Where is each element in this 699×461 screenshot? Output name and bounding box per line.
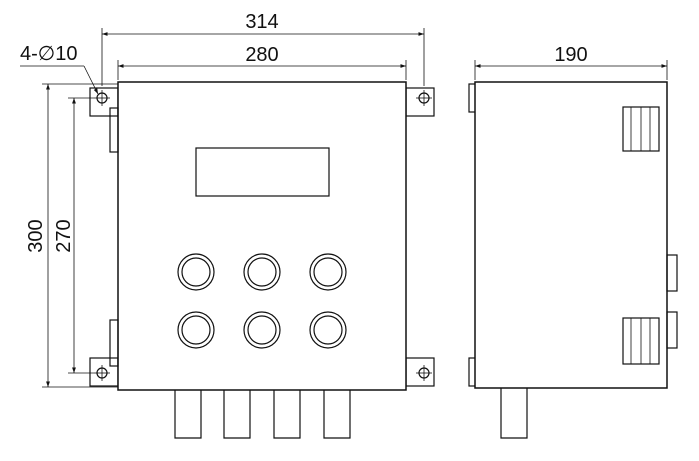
dimension-overall-height: 300	[25, 83, 118, 388]
side-port-2	[666, 311, 678, 349]
button-5	[243, 311, 281, 349]
cable-gland-4	[323, 390, 351, 439]
dimension-overall-width: 314	[101, 11, 425, 86]
cable-gland-3	[273, 390, 301, 439]
dimension-hole-callout: 4-∅10	[20, 43, 99, 95]
cable-gland-2	[223, 390, 251, 439]
button-6	[309, 311, 347, 349]
button-1	[177, 253, 215, 291]
cable-gland-1	[174, 390, 202, 439]
dim-label-300: 300	[25, 219, 47, 252]
dim-label-280: 280	[245, 44, 278, 66]
connector-block-bottom	[622, 317, 660, 365]
dim-label-hole: 4-∅10	[20, 43, 77, 65]
mounting-hole-bottom-left	[94, 365, 110, 381]
dim-label-190: 190	[554, 44, 587, 66]
dimension-mount-height: 270	[53, 97, 94, 374]
hinge-top	[109, 107, 119, 153]
connector-block-top	[622, 106, 660, 152]
enclosure-body	[117, 81, 407, 391]
side-body	[474, 81, 668, 389]
bracket-bottom-left	[89, 357, 119, 387]
button-3	[309, 253, 347, 291]
dimension-body-width: 280	[117, 44, 407, 80]
button-4	[177, 311, 215, 349]
dim-label-270: 270	[53, 219, 75, 252]
hinge-bottom	[109, 319, 119, 367]
mounting-hole-top-right	[416, 90, 432, 106]
side-view	[468, 81, 678, 439]
mounting-hole-bottom-right	[416, 365, 432, 381]
dimension-depth: 190	[474, 44, 668, 80]
button-2	[243, 253, 281, 291]
bracket-bottom-right	[405, 357, 435, 387]
bracket-top-right	[405, 87, 435, 117]
display-window	[195, 147, 330, 197]
mounting-hole-top-left	[94, 90, 110, 106]
dim-label-314: 314	[245, 11, 278, 33]
side-cable-gland	[500, 388, 528, 439]
front-view	[89, 81, 435, 439]
side-port-1	[666, 254, 678, 292]
